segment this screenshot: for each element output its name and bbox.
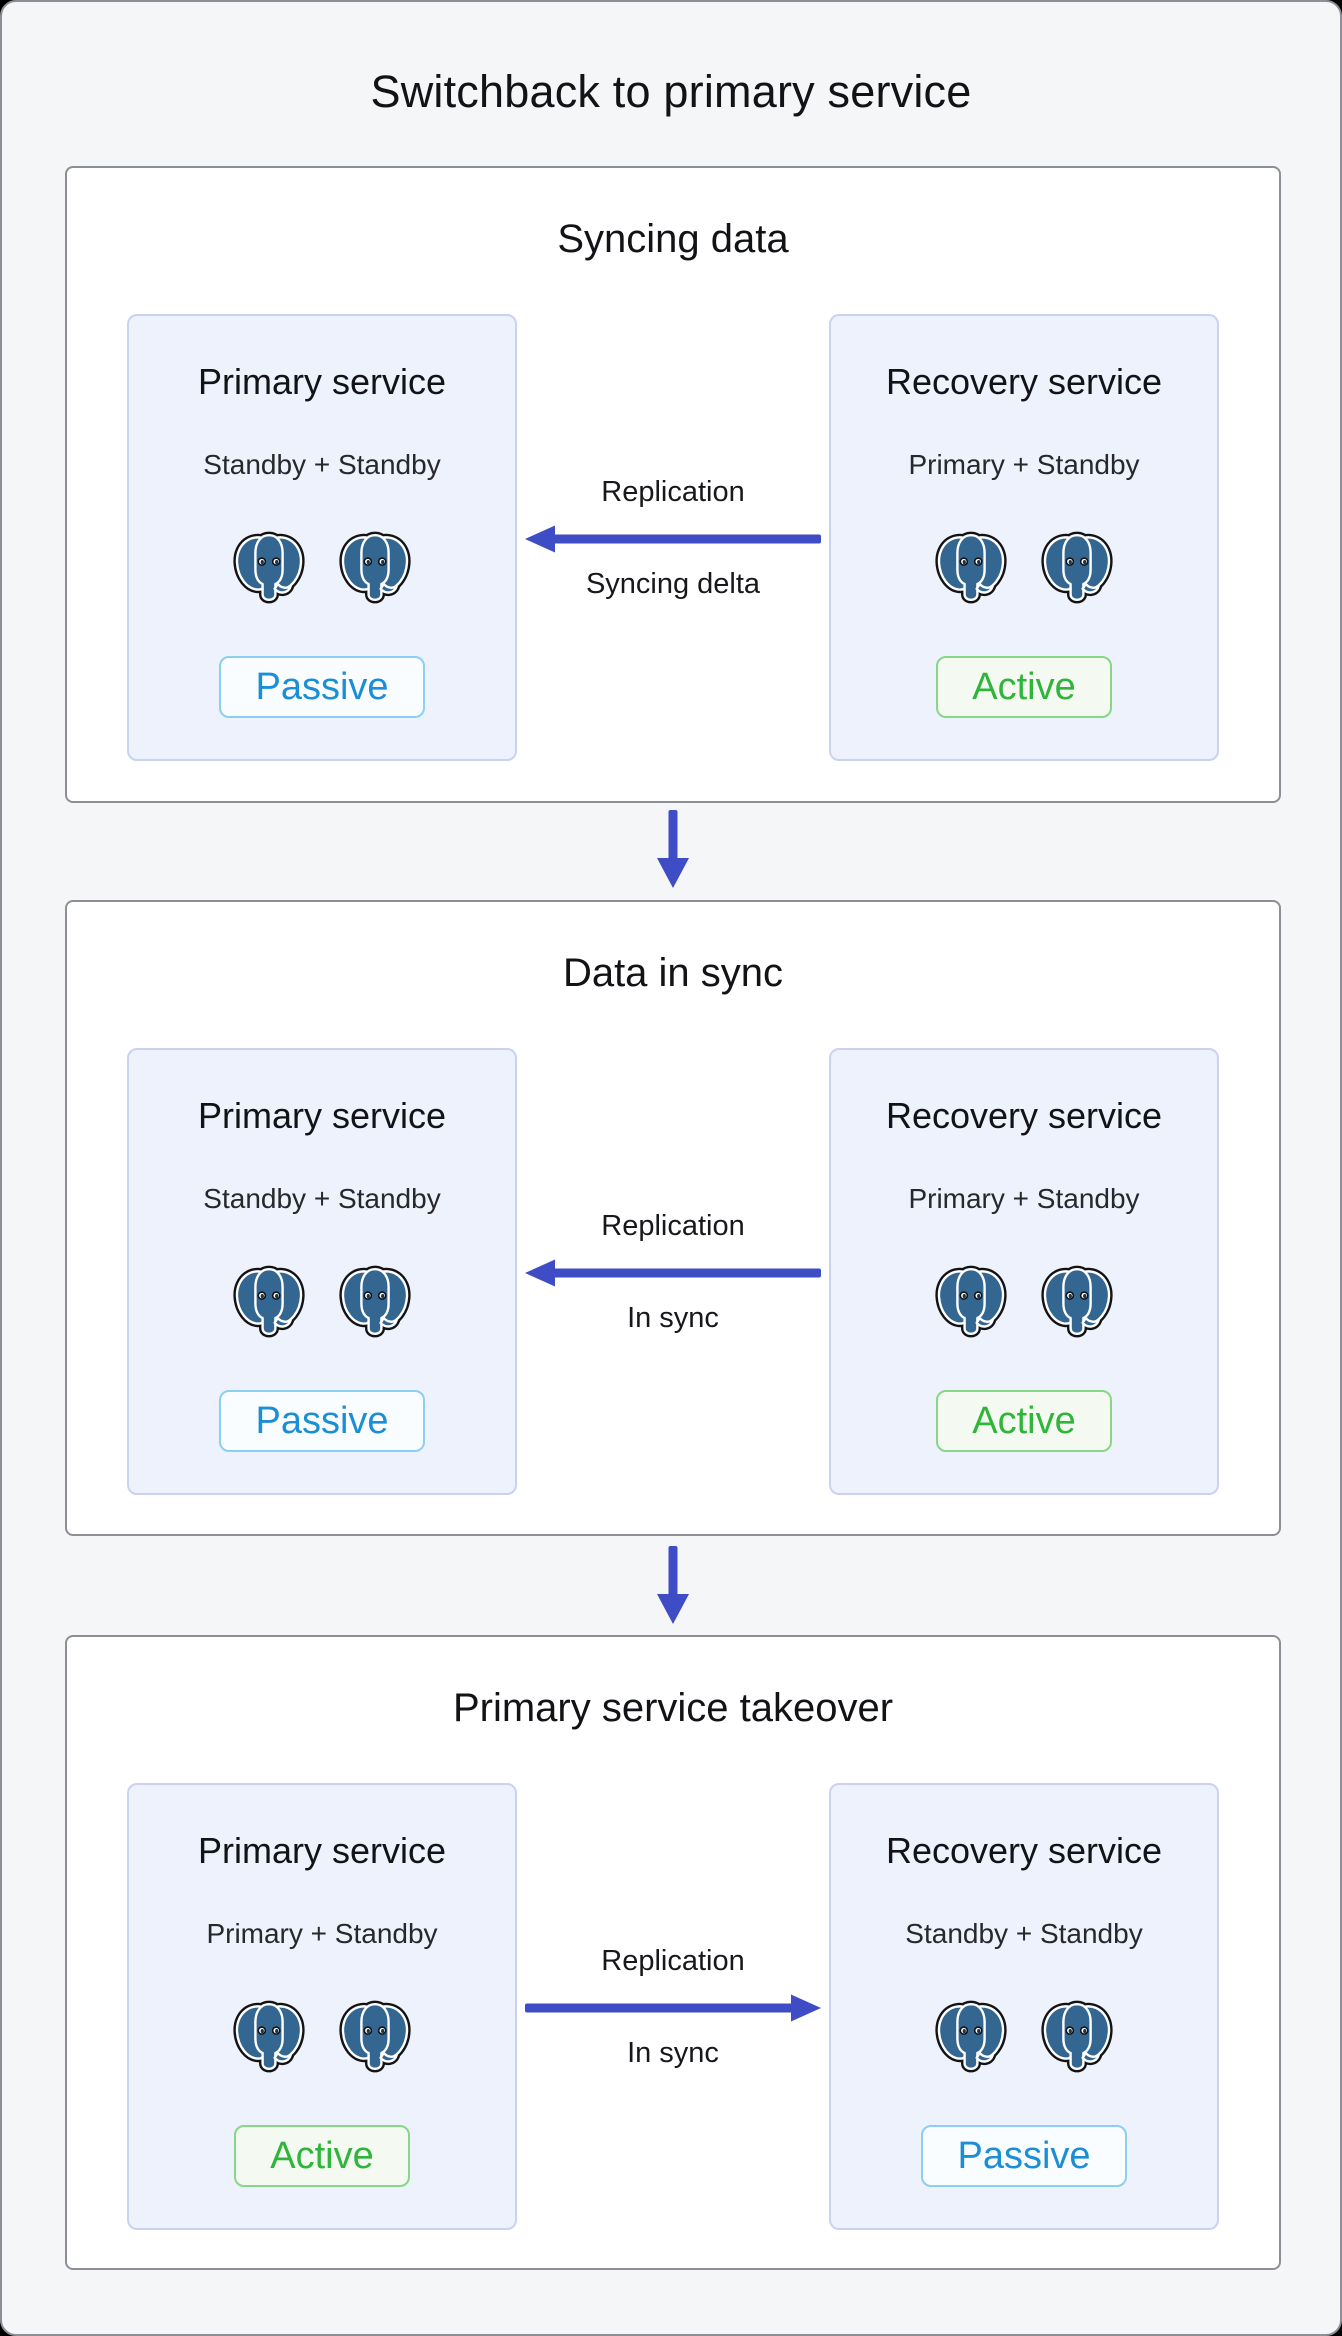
database-icon-group	[229, 1995, 415, 2079]
service-card-title: Recovery service	[885, 1830, 1163, 1871]
postgresql-elephant-icon	[335, 1995, 415, 2079]
sync-status-label: Syncing delta	[585, 567, 761, 600]
status-badge: Passive	[219, 656, 425, 718]
database-icon-group	[931, 1995, 1117, 2079]
recovery-service-card: Recovery service Primary + Standby Activ…	[829, 314, 1219, 761]
recovery-service-card: Recovery service Primary + Standby Activ…	[829, 1048, 1219, 1495]
status-badge: Active	[936, 1390, 1112, 1452]
stage-title: Syncing data	[557, 217, 789, 261]
service-card-subtitle: Standby + Standby	[905, 1918, 1143, 1949]
flow-down-arrow-icon	[655, 1544, 691, 1626]
service-card-subtitle: Primary + Standby	[206, 1918, 438, 1949]
database-icon-group	[931, 526, 1117, 610]
primary-service-card: Primary service Standby + Standby Passiv…	[127, 1048, 517, 1495]
replication-arrow-icon	[523, 1257, 823, 1289]
service-card-title: Primary service	[197, 1095, 447, 1136]
primary-service-card: Primary service Primary + Standby Active	[127, 1783, 517, 2230]
postgresql-elephant-icon	[931, 1995, 1011, 2079]
postgresql-elephant-icon	[1037, 1260, 1117, 1344]
postgresql-elephant-icon	[931, 526, 1011, 610]
status-badge: Passive	[921, 2125, 1127, 2187]
service-card-title: Primary service	[197, 1830, 447, 1871]
service-card-subtitle: Primary + Standby	[908, 449, 1140, 480]
postgresql-elephant-icon	[229, 1995, 309, 2079]
service-card-subtitle: Standby + Standby	[203, 449, 441, 480]
flow-down-arrow-icon	[655, 808, 691, 890]
replication-label: Replication	[601, 1209, 745, 1242]
database-icon-group	[229, 1260, 415, 1344]
replication-arrow-icon	[523, 523, 823, 555]
stage-data-in-sync: Data in sync Primary service Standby + S…	[65, 900, 1281, 1536]
database-icon-group	[229, 526, 415, 610]
replication-label: Replication	[601, 1944, 745, 1977]
postgresql-elephant-icon	[931, 1260, 1011, 1344]
stage-title: Data in sync	[562, 951, 784, 995]
postgresql-elephant-icon	[229, 1260, 309, 1344]
status-badge: Passive	[219, 1390, 425, 1452]
sync-status-label: In sync	[627, 1301, 719, 1334]
stage-title: Primary service takeover	[452, 1686, 894, 1730]
postgresql-elephant-icon	[335, 526, 415, 610]
primary-service-card: Primary service Standby + Standby Passiv…	[127, 314, 517, 761]
stage-syncing-data: Syncing data Primary service Standby + S…	[65, 166, 1281, 803]
stage-row: Primary service Standby + Standby Passiv…	[127, 314, 1219, 761]
recovery-service-card: Recovery service Standby + Standby Passi…	[829, 1783, 1219, 2230]
service-card-subtitle: Primary + Standby	[908, 1183, 1140, 1214]
stage-primary-takeover: Primary service takeover Primary service…	[65, 1635, 1281, 2270]
replication-label: Replication	[601, 475, 745, 508]
status-badge: Active	[936, 656, 1112, 718]
status-badge: Active	[234, 2125, 410, 2187]
replication-link: Replication In sync	[517, 1783, 829, 2230]
service-card-title: Recovery service	[885, 361, 1163, 402]
sync-status-label: In sync	[627, 2036, 719, 2069]
postgresql-elephant-icon	[229, 526, 309, 610]
diagram-title: Switchback to primary service	[370, 66, 972, 117]
postgresql-elephant-icon	[1037, 526, 1117, 610]
replication-link: Replication In sync	[517, 1048, 829, 1495]
replication-arrow-icon	[523, 1992, 823, 2024]
stage-row: Primary service Primary + Standby Active…	[127, 1783, 1219, 2230]
service-card-subtitle: Standby + Standby	[203, 1183, 441, 1214]
postgresql-elephant-icon	[335, 1260, 415, 1344]
service-card-title: Primary service	[197, 361, 447, 402]
service-card-title: Recovery service	[885, 1095, 1163, 1136]
replication-link: Replication Syncing delta	[517, 314, 829, 761]
postgresql-elephant-icon	[1037, 1995, 1117, 2079]
stage-row: Primary service Standby + Standby Passiv…	[127, 1048, 1219, 1495]
database-icon-group	[931, 1260, 1117, 1344]
